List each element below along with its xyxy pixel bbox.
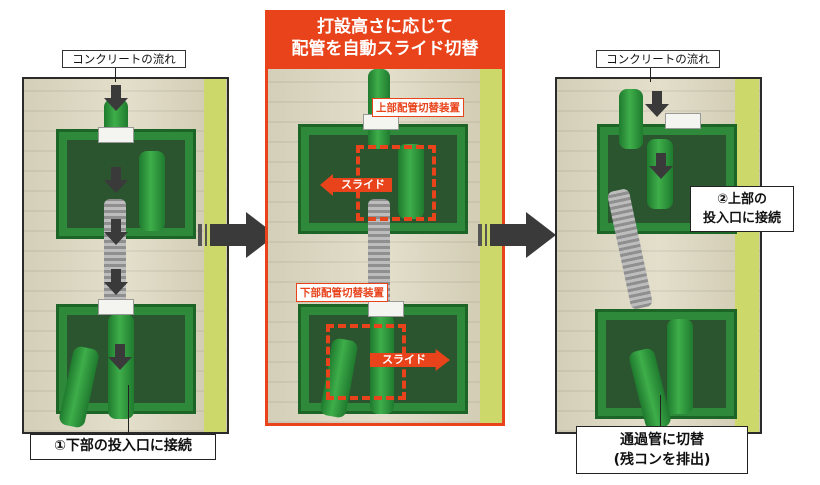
right-yellow-rail bbox=[735, 79, 759, 432]
right-upper-plate bbox=[665, 113, 701, 129]
left-caption: ①下部の投入口に接続 bbox=[30, 434, 216, 460]
slide-right-arrow-icon bbox=[370, 349, 450, 371]
right-caption-line2: (残コンを排出) bbox=[613, 452, 711, 468]
flow-down-arrow-icon bbox=[104, 269, 128, 295]
center-upper-bend-pipe bbox=[398, 144, 424, 219]
center-hose bbox=[368, 199, 390, 309]
center-title-banner: 打設高さに応じて 配管を自動スライド切替 bbox=[265, 10, 505, 66]
right-flow-label: コンクリートの流れ bbox=[596, 50, 720, 68]
slide-left-arrow-icon bbox=[320, 174, 392, 196]
left-photo-panel bbox=[22, 77, 229, 434]
flow-down-arrow-icon bbox=[104, 167, 128, 193]
center-title-line2: 配管を自動スライド切替 bbox=[291, 39, 479, 59]
step-right-arrow-icon bbox=[478, 212, 556, 258]
center-title-line1: 打設高さに応じて bbox=[317, 17, 453, 37]
right-upper-callout-line1: ②上部の bbox=[716, 192, 767, 207]
right-caption-connector bbox=[660, 395, 661, 427]
right-caption-line1: 通過管に切替 bbox=[620, 432, 704, 448]
center-slide-label-lower: スライド bbox=[382, 353, 426, 366]
step-right-arrow-icon bbox=[198, 212, 276, 258]
center-photo-panel: スライド スライド bbox=[265, 66, 505, 426]
left-yellow-rail bbox=[204, 79, 226, 432]
upper-device-label: 上部配管切替装置 bbox=[372, 98, 464, 117]
left-flow-connector bbox=[115, 68, 116, 82]
center-lower-plate bbox=[368, 301, 404, 317]
right-upper-callout-line2: 投入口に接続 bbox=[702, 211, 781, 226]
left-lower-plate bbox=[98, 299, 134, 315]
right-upper-callout: ②上部の 投入口に接続 bbox=[690, 186, 794, 232]
left-upper-switch-device bbox=[56, 129, 196, 239]
right-caption: 通過管に切替 (残コンを排出) bbox=[576, 426, 748, 474]
left-upper-plate bbox=[98, 127, 134, 143]
center-slide-label-upper: スライド bbox=[341, 178, 385, 191]
flow-down-arrow-icon bbox=[108, 344, 132, 370]
left-upper-bend-pipe bbox=[139, 151, 165, 231]
right-upper-pipe bbox=[619, 89, 643, 149]
flow-down-arrow-icon bbox=[104, 219, 128, 245]
right-lower-pipe bbox=[667, 319, 693, 414]
left-flow-label: コンクリートの流れ bbox=[62, 50, 186, 68]
flow-down-arrow-icon bbox=[649, 153, 673, 179]
right-lower-switch-device bbox=[595, 309, 737, 419]
right-flow-connector bbox=[650, 68, 651, 82]
lower-device-label: 下部配管切替装置 bbox=[296, 283, 388, 302]
flow-down-arrow-icon bbox=[645, 91, 669, 117]
flow-down-arrow-icon bbox=[104, 85, 128, 111]
left-caption-connector bbox=[128, 385, 129, 435]
right-photo-panel bbox=[555, 77, 762, 434]
